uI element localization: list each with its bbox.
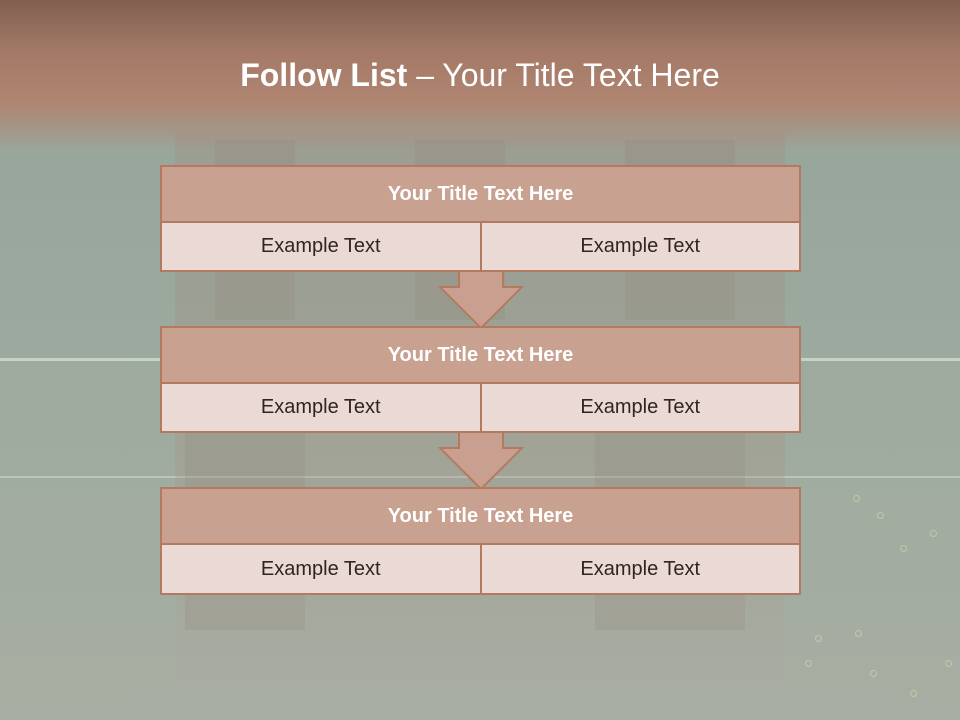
step-row: Example Text Example Text	[160, 545, 801, 595]
down-arrow-icon	[438, 431, 524, 491]
background-dot	[877, 512, 884, 519]
step-right-cell: Example Text	[480, 545, 801, 595]
step-left-cell: Example Text	[160, 545, 481, 595]
step-row: Example Text Example Text	[160, 223, 801, 272]
slide-title-rest: – Your Title Text Here	[407, 57, 720, 93]
step-title: Your Title Text Here	[160, 326, 801, 384]
slide-title-bold: Follow List	[240, 57, 408, 93]
step-title: Your Title Text Here	[160, 487, 801, 545]
background-dot	[900, 545, 907, 552]
background-dot	[855, 630, 862, 637]
list-step-3: Your Title Text Here Example Text Exampl…	[160, 487, 801, 595]
list-step-1: Your Title Text Here Example Text Exampl…	[160, 165, 801, 272]
step-right-cell: Example Text	[480, 384, 801, 433]
list-step-2: Your Title Text Here Example Text Exampl…	[160, 326, 801, 433]
title-bar: Follow List – Your Title Text Here	[0, 0, 960, 150]
background-dot	[870, 670, 877, 677]
slide-title: Follow List – Your Title Text Here	[0, 55, 960, 95]
background-dot	[930, 530, 937, 537]
background-dot	[853, 495, 860, 502]
step-left-cell: Example Text	[160, 384, 481, 433]
background-dot	[945, 660, 952, 667]
step-left-cell: Example Text	[160, 223, 481, 272]
step-row: Example Text Example Text	[160, 384, 801, 433]
down-arrow-icon	[438, 270, 524, 330]
background-dot	[815, 635, 822, 642]
background-dot	[910, 690, 917, 697]
step-title: Your Title Text Here	[160, 165, 801, 223]
step-right-cell: Example Text	[480, 223, 801, 272]
background-dot	[805, 660, 812, 667]
